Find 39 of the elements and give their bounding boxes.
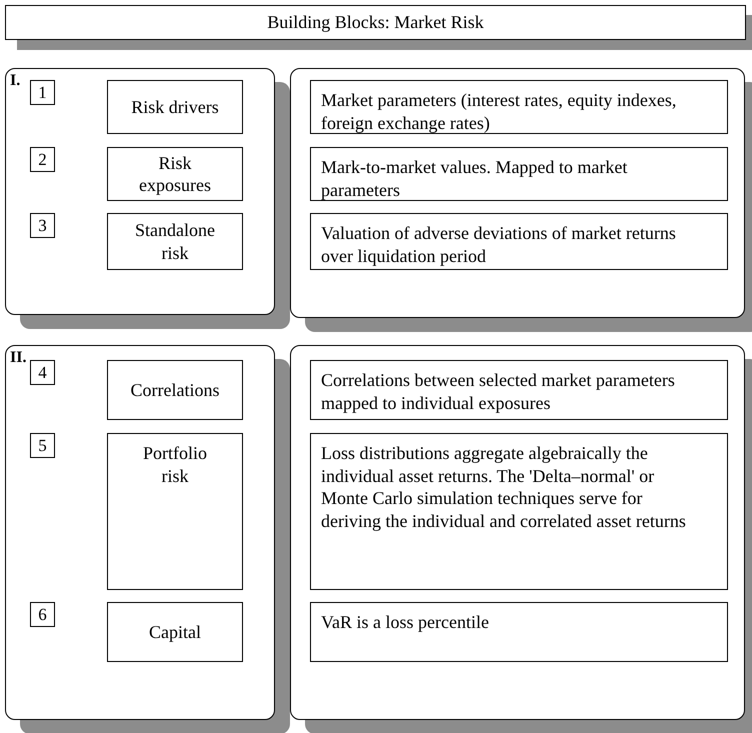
label-box <box>107 80 243 134</box>
step-number: 3 <box>38 214 47 236</box>
label-box <box>107 360 243 420</box>
text: Capital <box>149 620 201 644</box>
description-box <box>310 602 728 662</box>
section-numeral: I. <box>10 71 20 91</box>
label-box <box>107 602 243 662</box>
text: Portfolio risk <box>142 442 208 487</box>
step-number: 1 <box>38 82 47 104</box>
text: Loss distributions aggregate algebraically the individual asset returns. The 'Delta–normal' or Monte Carlo simulation techniques serve for deriving the individual and correlated asset returns <box>321 443 686 530</box>
section-numeral: II. <box>10 348 26 368</box>
step-number: 6 <box>38 604 47 626</box>
number-box <box>30 360 55 385</box>
number-box <box>30 147 55 172</box>
text: Correlations <box>130 378 220 402</box>
text: Market parameters (interest rates, equity indexes, foreign exchange rates) <box>321 90 676 132</box>
text: VaR is a loss percentile <box>321 612 489 632</box>
number-box <box>30 80 55 105</box>
label-box <box>107 433 243 590</box>
text: Building Blocks: Market Risk <box>267 11 484 34</box>
number-box <box>30 213 55 238</box>
step-number: 4 <box>38 362 47 384</box>
description-box <box>310 433 728 590</box>
text: Correlations between selected market parameters mapped to individual exposures <box>321 370 675 412</box>
text: Valuation of adverse deviations of market returns over liquidation period <box>321 223 676 266</box>
label-box <box>107 147 243 201</box>
text: Risk drivers <box>131 96 219 118</box>
step-number: 5 <box>38 434 47 456</box>
text: Standalone risk <box>134 219 216 264</box>
step-number: 2 <box>38 148 47 170</box>
text: Mark-to-market values. Mapped to market parameters <box>321 157 628 200</box>
description-box <box>310 360 728 420</box>
description-box <box>310 147 728 201</box>
description-box <box>310 80 728 134</box>
label-box <box>107 213 243 270</box>
number-box <box>30 602 55 627</box>
text: Risk exposures <box>138 152 212 196</box>
description-box <box>310 213 728 270</box>
number-box <box>30 433 55 458</box>
